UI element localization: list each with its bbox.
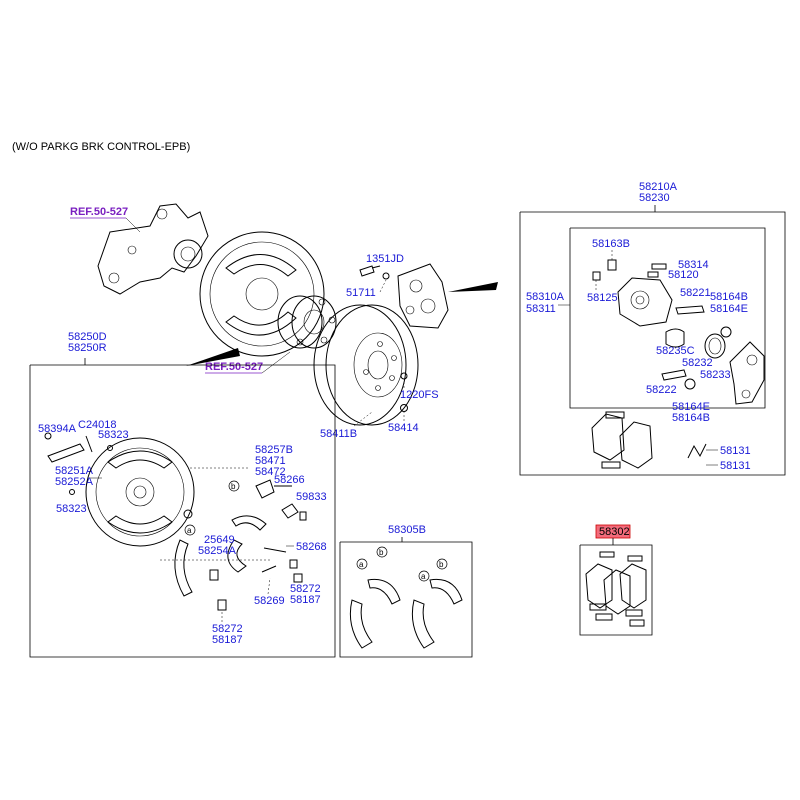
label-58250d[interactable]: 58250D [68, 331, 107, 343]
label-58232[interactable]: 58232 [682, 357, 713, 369]
svg-text:b: b [379, 548, 384, 557]
guide-rod-drawing [675, 305, 705, 315]
callout-b-1 [228, 480, 240, 492]
label-58302[interactable]: 58302 [599, 526, 630, 538]
nut-51711-drawing [382, 272, 390, 280]
label-58230[interactable]: 58230 [639, 192, 670, 204]
caliper-top-drawing [397, 263, 449, 329]
label-58394a[interactable]: 58394A [38, 423, 77, 435]
caliper-subassembly-box [569, 227, 766, 409]
callout-a-3 [418, 570, 430, 582]
label-58221[interactable]: 58221 [680, 287, 711, 299]
label-58131-a[interactable]: 58131 [720, 445, 751, 457]
label-58131-b[interactable]: 58131 [720, 460, 751, 472]
backing-plate-drawing [85, 437, 195, 547]
label-58310a[interactable]: 58310A [526, 291, 565, 303]
header-condition: (W/O PARKG BRK CONTROL-EPB) [12, 141, 190, 153]
retaining-bolt-drawing [183, 509, 193, 519]
label-58266[interactable]: 58266 [274, 474, 305, 486]
label-58164e-bot[interactable]: 58164E [672, 401, 710, 413]
label-58164e-top[interactable]: 58164E [710, 303, 748, 315]
label-58252a[interactable]: 58252A [55, 476, 94, 488]
svg-text:a: a [359, 560, 364, 569]
caliper-pads-drawing [591, 411, 653, 469]
label-58251a[interactable]: 58251A [55, 465, 94, 477]
label-c24018[interactable]: C24018 [78, 419, 117, 431]
label-58222[interactable]: 58222 [646, 384, 677, 396]
label-1220fs[interactable]: 1220FS [400, 389, 439, 401]
caliper-bracket-drawing [729, 341, 765, 405]
label-58257b[interactable]: 58257B [255, 444, 293, 456]
pad-set-box [579, 538, 653, 636]
ref-link-hub[interactable]: REF.50-527 [205, 361, 263, 373]
label-58323-top[interactable]: 58323 [98, 429, 129, 441]
parking-lever-drawing [44, 432, 113, 495]
pad-set-drawing [585, 551, 647, 627]
direction-arrow-lower [186, 348, 240, 366]
label-58269[interactable]: 58269 [254, 595, 285, 607]
caliper-body-drawing [592, 259, 765, 405]
callout-b-2 [376, 546, 388, 558]
knuckle-drawing [97, 203, 209, 295]
label-25649[interactable]: 25649 [204, 534, 235, 546]
direction-arrow-upper [448, 282, 498, 292]
hub-bearing-drawing [277, 295, 337, 349]
label-59833[interactable]: 59833 [296, 491, 327, 503]
label-1351jd[interactable]: 1351JD [366, 253, 404, 265]
callout-b-3 [436, 558, 448, 570]
label-58272-left[interactable]: 58272 [212, 623, 243, 635]
label-58471[interactable]: 58471 [255, 455, 286, 467]
svg-text:b: b [439, 560, 444, 569]
label-58305b[interactable]: 58305B [388, 524, 426, 536]
bleeder-cap-drawing [607, 259, 617, 271]
piston-drawing [665, 328, 685, 348]
dust-shield-drawing [199, 231, 325, 357]
label-58254a[interactable]: 58254A [198, 545, 237, 557]
label-58250r[interactable]: 58250R [68, 342, 107, 354]
brake-shoe-left-drawing [174, 515, 267, 597]
label-58164b-top[interactable]: 58164B [710, 291, 748, 303]
shoe-set-box [339, 537, 473, 658]
label-58233[interactable]: 58233 [700, 369, 731, 381]
label-58187-right[interactable]: 58187 [290, 594, 321, 606]
screw-1220fs-drawing [400, 372, 408, 380]
label-58120[interactable]: 58120 [668, 269, 699, 281]
svg-text:b: b [231, 482, 236, 491]
adjuster-drawing [209, 479, 307, 611]
label-58411b[interactable]: 58411B [320, 428, 357, 440]
shoe-set-drawing [349, 578, 463, 649]
svg-text:a: a [187, 526, 192, 535]
label-58311[interactable]: 58311 [526, 303, 556, 315]
label-58272-right[interactable]: 58272 [290, 583, 321, 595]
label-58164b-bot[interactable]: 58164B [672, 412, 710, 424]
svg-text:a: a [421, 572, 426, 581]
ref-link-knuckle[interactable]: REF.50-527 [70, 206, 128, 218]
callout-a-1 [184, 524, 196, 536]
bolt-1351jd-drawing [359, 265, 381, 277]
label-58163b[interactable]: 58163B [592, 238, 630, 250]
part-58414-drawing [400, 404, 408, 412]
label-58268[interactable]: 58268 [296, 541, 327, 553]
label-58472[interactable]: 58472 [255, 466, 286, 478]
label-58235c[interactable]: 58235C [656, 345, 695, 357]
label-58125[interactable]: 58125 [587, 292, 618, 304]
label-58314[interactable]: 58314 [678, 259, 709, 271]
seal-ring-drawing [704, 333, 726, 359]
callout-a-2 [356, 558, 368, 570]
label-58414[interactable]: 58414 [388, 422, 419, 434]
label-58187-left[interactable]: 58187 [212, 634, 243, 646]
label-58323-bot[interactable]: 58323 [56, 503, 87, 515]
anti-rattle-spring-drawing [687, 443, 707, 459]
label-58210a[interactable]: 58210A [639, 181, 678, 193]
label-51711[interactable]: 51711 [346, 287, 376, 299]
